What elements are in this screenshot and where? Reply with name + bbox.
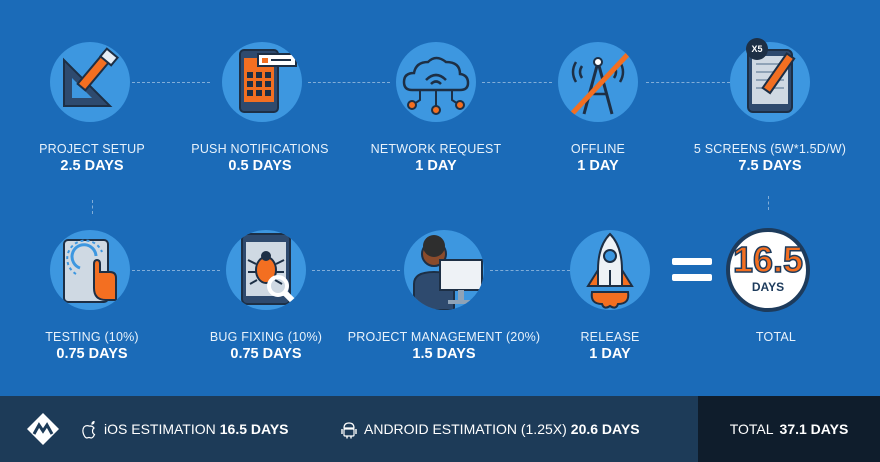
ios-value: 16.5 DAYS — [219, 421, 289, 437]
step-value: 1 DAY — [577, 158, 619, 174]
phone-notification-icon — [222, 42, 302, 122]
connector-line — [132, 82, 210, 83]
step-label: BUG FIXING (10%) — [209, 330, 323, 344]
step-value: 1.5 DAYS — [412, 346, 476, 362]
connector-line — [482, 82, 552, 83]
connector-line — [646, 82, 730, 83]
equals-sign — [672, 258, 712, 290]
offline-antenna-icon — [558, 42, 638, 122]
ios-label: iOS ESTIMATION — [104, 421, 216, 437]
connector-line — [132, 270, 220, 271]
step-value: 0.75 DAYS — [56, 346, 128, 362]
footer-total-value: 37.1 DAYS — [779, 421, 849, 437]
cloud-network-icon — [396, 42, 476, 122]
android-icon — [341, 422, 357, 439]
manager-computer-icon — [404, 230, 484, 310]
total-label: TOTAL — [755, 330, 797, 344]
android-value: 20.6 DAYS — [570, 421, 640, 437]
connector-line — [490, 270, 570, 271]
tablet-pencil-icon: X5 — [730, 38, 810, 122]
step-value: 7.5 DAYS — [738, 158, 802, 174]
step-label: TESTING (10%) — [45, 330, 139, 344]
total-badge: 16.5 DAYS — [726, 228, 810, 312]
step-label: PROJECT SETUP — [39, 142, 145, 156]
step-label: OFFLINE — [570, 142, 626, 156]
step-value: 1 DAY — [589, 346, 631, 362]
drafting-tools-icon — [50, 42, 130, 122]
connector-line — [92, 200, 93, 214]
bug-magnifier-icon — [226, 230, 306, 310]
touch-testing-icon — [50, 230, 130, 310]
android-estimation: ANDROID ESTIMATION (1.25X)20.6 DAYS — [340, 396, 640, 462]
step-label: NETWORK REQUEST — [370, 142, 502, 156]
step-value: 2.5 DAYS — [60, 158, 124, 174]
total-number: 16.5 — [732, 239, 804, 281]
brand-logo-icon — [27, 413, 59, 445]
android-label: ANDROID ESTIMATION (1.25X) — [364, 421, 567, 437]
connector-line — [308, 82, 390, 83]
step-label: PUSH NOTIFICATIONS — [191, 142, 329, 156]
step-label: 5 SCREENS (5W*1.5D/W) — [693, 142, 847, 156]
step-value: 1 DAY — [415, 158, 457, 174]
connector-line — [768, 196, 769, 210]
apple-icon — [82, 421, 96, 439]
footer-total: TOTAL 37.1 DAYS — [698, 396, 880, 462]
rocket-icon — [570, 230, 650, 310]
step-label: RELEASE — [580, 330, 640, 344]
step-value: 0.5 DAYS — [228, 158, 292, 174]
footer-total-label: TOTAL — [729, 421, 774, 437]
multiplier-badge: X5 — [746, 38, 768, 60]
step-label: PROJECT MANAGEMENT (20%) — [347, 330, 541, 344]
total-unit: DAYS — [751, 280, 785, 294]
estimation-panel: PROJECT SETUP 2.5 DAYS PUSH NOTIFICATION… — [39, 38, 847, 362]
step-value: 0.75 DAYS — [230, 346, 302, 362]
connector-line — [312, 270, 400, 271]
